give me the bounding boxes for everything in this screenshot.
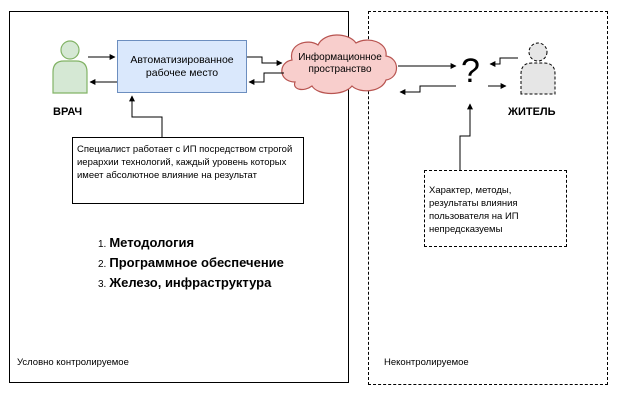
specialist-note: Специалист работает с ИП посредством стр…: [72, 137, 304, 204]
arm-workstation-box: Автоматизированное рабочее место: [117, 40, 247, 93]
resident-label: ЖИТЕЛЬ: [508, 106, 556, 118]
arm-workstation-label: Автоматизированное рабочее место: [130, 53, 234, 79]
uncontrolled-zone: [368, 11, 608, 385]
level-item: 2.Программное обеспечение: [98, 254, 284, 274]
level-label: Железо, инфраструктура: [109, 275, 272, 290]
controlled-zone: [9, 11, 349, 383]
controlled-zone-caption: Условно контролируемое: [17, 357, 129, 368]
level-number: 1.: [98, 239, 107, 250]
level-label: Методология: [109, 235, 195, 250]
doctor-label: ВРАЧ: [53, 106, 83, 118]
technology-levels-list: 1.Методология 2.Программное обеспечение …: [98, 234, 284, 294]
specialist-note-text: Специалист работает с ИП посредством стр…: [77, 144, 293, 181]
resident-person-icon: [520, 42, 556, 95]
unknown-question-mark: ?: [461, 52, 480, 90]
info-space-label: Информационное пространство: [298, 52, 382, 75]
info-space-cloud-shape: [281, 34, 398, 95]
resident-note-text: Характер, методы, результаты влияния пол…: [429, 185, 519, 235]
level-item: 3.Железо, инфраструктура: [98, 274, 284, 294]
uncontrolled-zone-caption: Неконтролируемое: [384, 357, 469, 368]
doctor-person-icon: [52, 40, 88, 94]
level-item: 1.Методология: [98, 234, 284, 254]
resident-note: Характер, методы, результаты влияния пол…: [424, 170, 567, 247]
level-number: 2.: [98, 259, 107, 270]
level-label: Программное обеспечение: [109, 255, 284, 270]
level-number: 3.: [98, 279, 107, 290]
